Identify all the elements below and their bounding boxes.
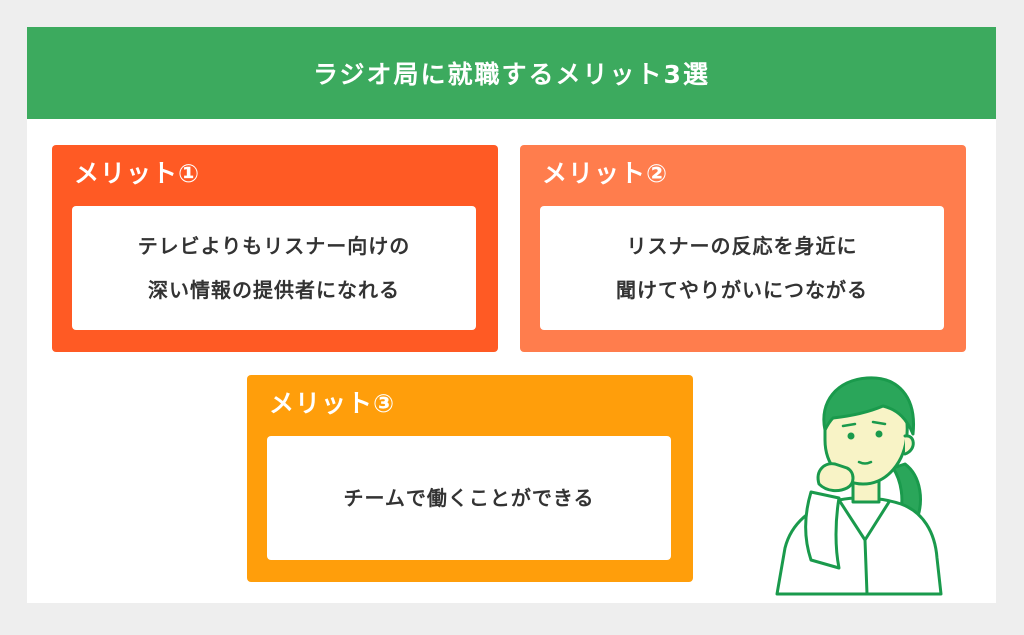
page-title: ラジオ局に就職するメリット3選 [313,60,710,89]
thinking-woman-illustration [755,372,945,603]
merit-card-text-line: 深い情報の提供者になれる [148,278,400,302]
merit-card-body: リスナーの反応を身近に 聞けてやりがいにつながる [540,206,944,330]
merit-card-3: メリット③ チームで働くことができる [247,375,693,582]
merit-card-text-line: 聞けてやりがいにつながる [616,278,868,302]
infographic-panel: ラジオ局に就職するメリット3選 メリット① テレビよりもリスナー向けの 深い情報… [27,27,996,603]
merit-card-title: メリット③ [269,389,396,418]
merit-card-1: メリット① テレビよりもリスナー向けの 深い情報の提供者になれる [52,145,498,352]
merit-card-text-line: テレビよりもリスナー向けの [137,234,411,258]
merit-card-2: メリット② リスナーの反応を身近に 聞けてやりがいにつながる [520,145,966,352]
merit-card-title: メリット② [542,159,669,188]
merit-card-body: チームで働くことができる [267,436,671,560]
merit-card-text-line: リスナーの反応を身近に [626,234,858,258]
merit-card-title: メリット① [74,159,201,188]
merit-card-text-line: チームで働くことができる [343,486,595,510]
merit-card-body: テレビよりもリスナー向けの 深い情報の提供者になれる [72,206,476,330]
header-bar: ラジオ局に就職するメリット3選 [27,27,996,119]
